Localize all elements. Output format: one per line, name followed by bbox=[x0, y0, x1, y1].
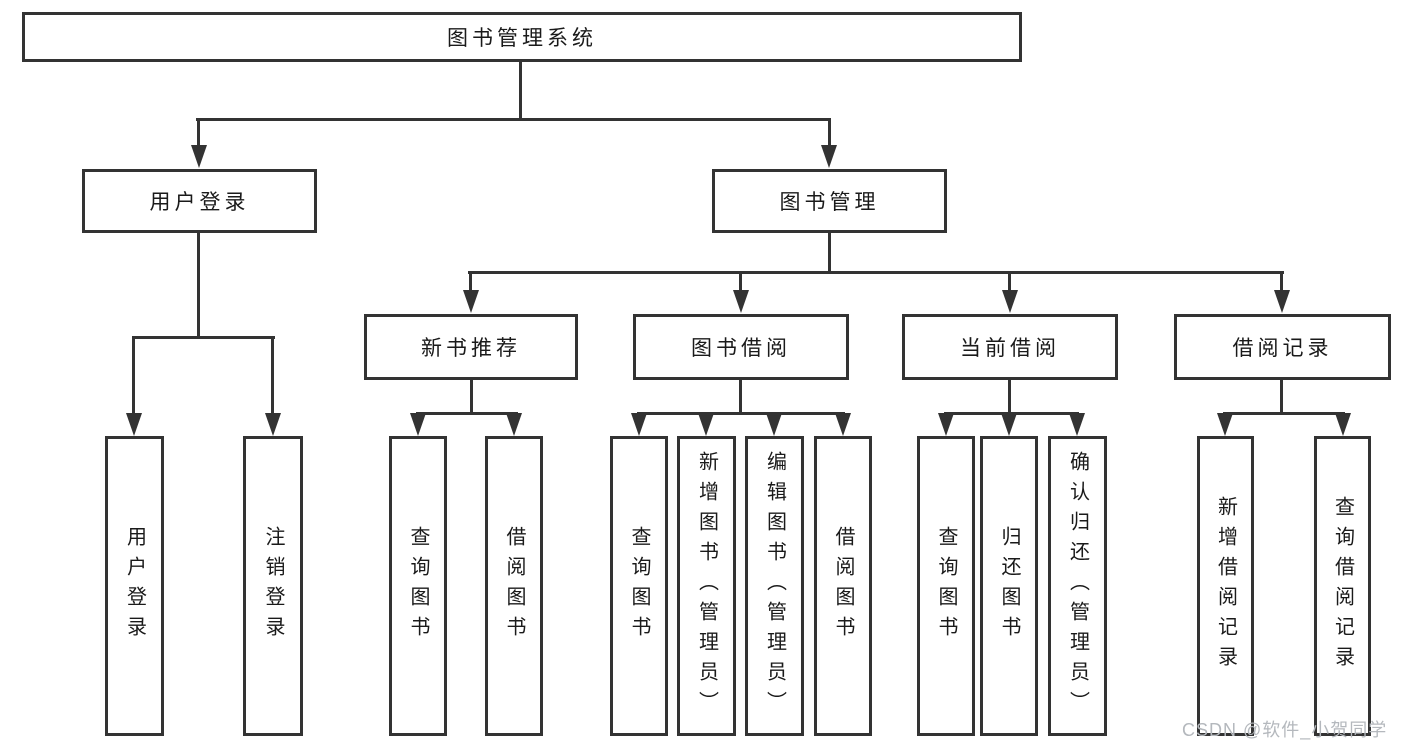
arrowhead-leaf-borrow-borrow-books bbox=[835, 413, 851, 436]
arrowhead-book-borrowing bbox=[733, 290, 749, 313]
arrowhead-leaf-recommend-borrow-books bbox=[506, 413, 522, 436]
arrowhead-new-book-recommend bbox=[463, 290, 479, 313]
leaf-current-confirm-return-admin: 确认归还（管理员） bbox=[1048, 436, 1107, 736]
arrowhead-leaf-recommend-query-books bbox=[410, 413, 426, 436]
connector-borrowing-records-crossbar bbox=[1223, 412, 1345, 415]
arrowhead-leaf-borrow-query-books bbox=[631, 413, 647, 436]
leaf-records-add-record: 新增借阅记录 bbox=[1197, 436, 1254, 736]
arrowhead-leaf-records-add-record bbox=[1217, 413, 1233, 436]
leaf-borrow-add-books-admin: 新增图书（管理员） bbox=[677, 436, 736, 736]
arrowhead-user-login bbox=[191, 145, 207, 168]
node-root: 图书管理系统 bbox=[22, 12, 1022, 62]
connector-leaf-user-login-drop bbox=[132, 336, 135, 418]
arrowhead-borrowing-records bbox=[1274, 290, 1290, 313]
node-book-management: 图书管理 bbox=[712, 169, 947, 233]
connector-book-borrowing-crossbar bbox=[637, 412, 845, 415]
connector-current-borrowing-stem bbox=[1008, 380, 1011, 415]
connector-leaf-logout-drop bbox=[271, 336, 274, 418]
node-book-borrowing: 图书借阅 bbox=[633, 314, 849, 380]
arrowhead-leaf-current-query-books bbox=[938, 413, 954, 436]
connector-new-book-recommend-drop bbox=[469, 271, 472, 293]
node-new-book-recommend: 新书推荐 bbox=[364, 314, 578, 380]
leaf-borrow-edit-books-admin: 编辑图书（管理员） bbox=[745, 436, 804, 736]
connector-book-borrowing-drop bbox=[739, 271, 742, 293]
arrowhead-leaf-current-confirm-return bbox=[1069, 413, 1085, 436]
arrowhead-leaf-records-query-record bbox=[1335, 413, 1351, 436]
connector-book-management-stem bbox=[828, 233, 831, 274]
connector-book-borrowing-stem bbox=[739, 380, 742, 415]
connector-level2-crossbar bbox=[196, 118, 831, 121]
connector-current-borrowing-drop bbox=[1008, 271, 1011, 293]
node-user-login: 用户登录 bbox=[82, 169, 317, 233]
arrowhead-book-management bbox=[821, 145, 837, 168]
arrowhead-leaf-borrow-edit-books bbox=[766, 413, 782, 436]
node-current-borrowing: 当前借阅 bbox=[902, 314, 1118, 380]
leaf-borrow-borrow-books: 借阅图书 bbox=[814, 436, 872, 736]
connector-root-stem bbox=[519, 60, 522, 121]
connector-level3-crossbar bbox=[468, 271, 1284, 274]
connector-user-login-drop bbox=[197, 118, 200, 150]
connector-book-management-drop bbox=[828, 118, 831, 150]
leaf-records-query-record: 查询借阅记录 bbox=[1314, 436, 1371, 736]
leaf-current-query-books: 查询图书 bbox=[917, 436, 975, 736]
arrowhead-leaf-logout bbox=[265, 413, 281, 436]
leaf-borrow-query-books: 查询图书 bbox=[610, 436, 668, 736]
leaf-logout: 注销登录 bbox=[243, 436, 303, 736]
leaf-current-return-books: 归还图书 bbox=[980, 436, 1038, 736]
node-borrowing-records: 借阅记录 bbox=[1174, 314, 1391, 380]
connector-new-book-recommend-stem bbox=[470, 380, 473, 415]
arrowhead-current-borrowing bbox=[1002, 290, 1018, 313]
arrowhead-leaf-current-return-books bbox=[1001, 413, 1017, 436]
connector-borrowing-records-stem bbox=[1280, 380, 1283, 415]
connector-borrowing-records-drop bbox=[1280, 271, 1283, 293]
connector-new-book-recommend-crossbar bbox=[416, 412, 518, 415]
csdn-watermark: CSDN @软件_小贺同学 bbox=[1182, 720, 1388, 740]
leaf-user-login: 用户登录 bbox=[105, 436, 164, 736]
connector-user-login-stem bbox=[197, 233, 200, 339]
leaf-recommend-borrow-books: 借阅图书 bbox=[485, 436, 543, 736]
arrowhead-leaf-borrow-add-books bbox=[698, 413, 714, 436]
arrowhead-leaf-user-login bbox=[126, 413, 142, 436]
leaf-recommend-query-books: 查询图书 bbox=[389, 436, 447, 736]
connector-user-login-crossbar bbox=[132, 336, 275, 339]
